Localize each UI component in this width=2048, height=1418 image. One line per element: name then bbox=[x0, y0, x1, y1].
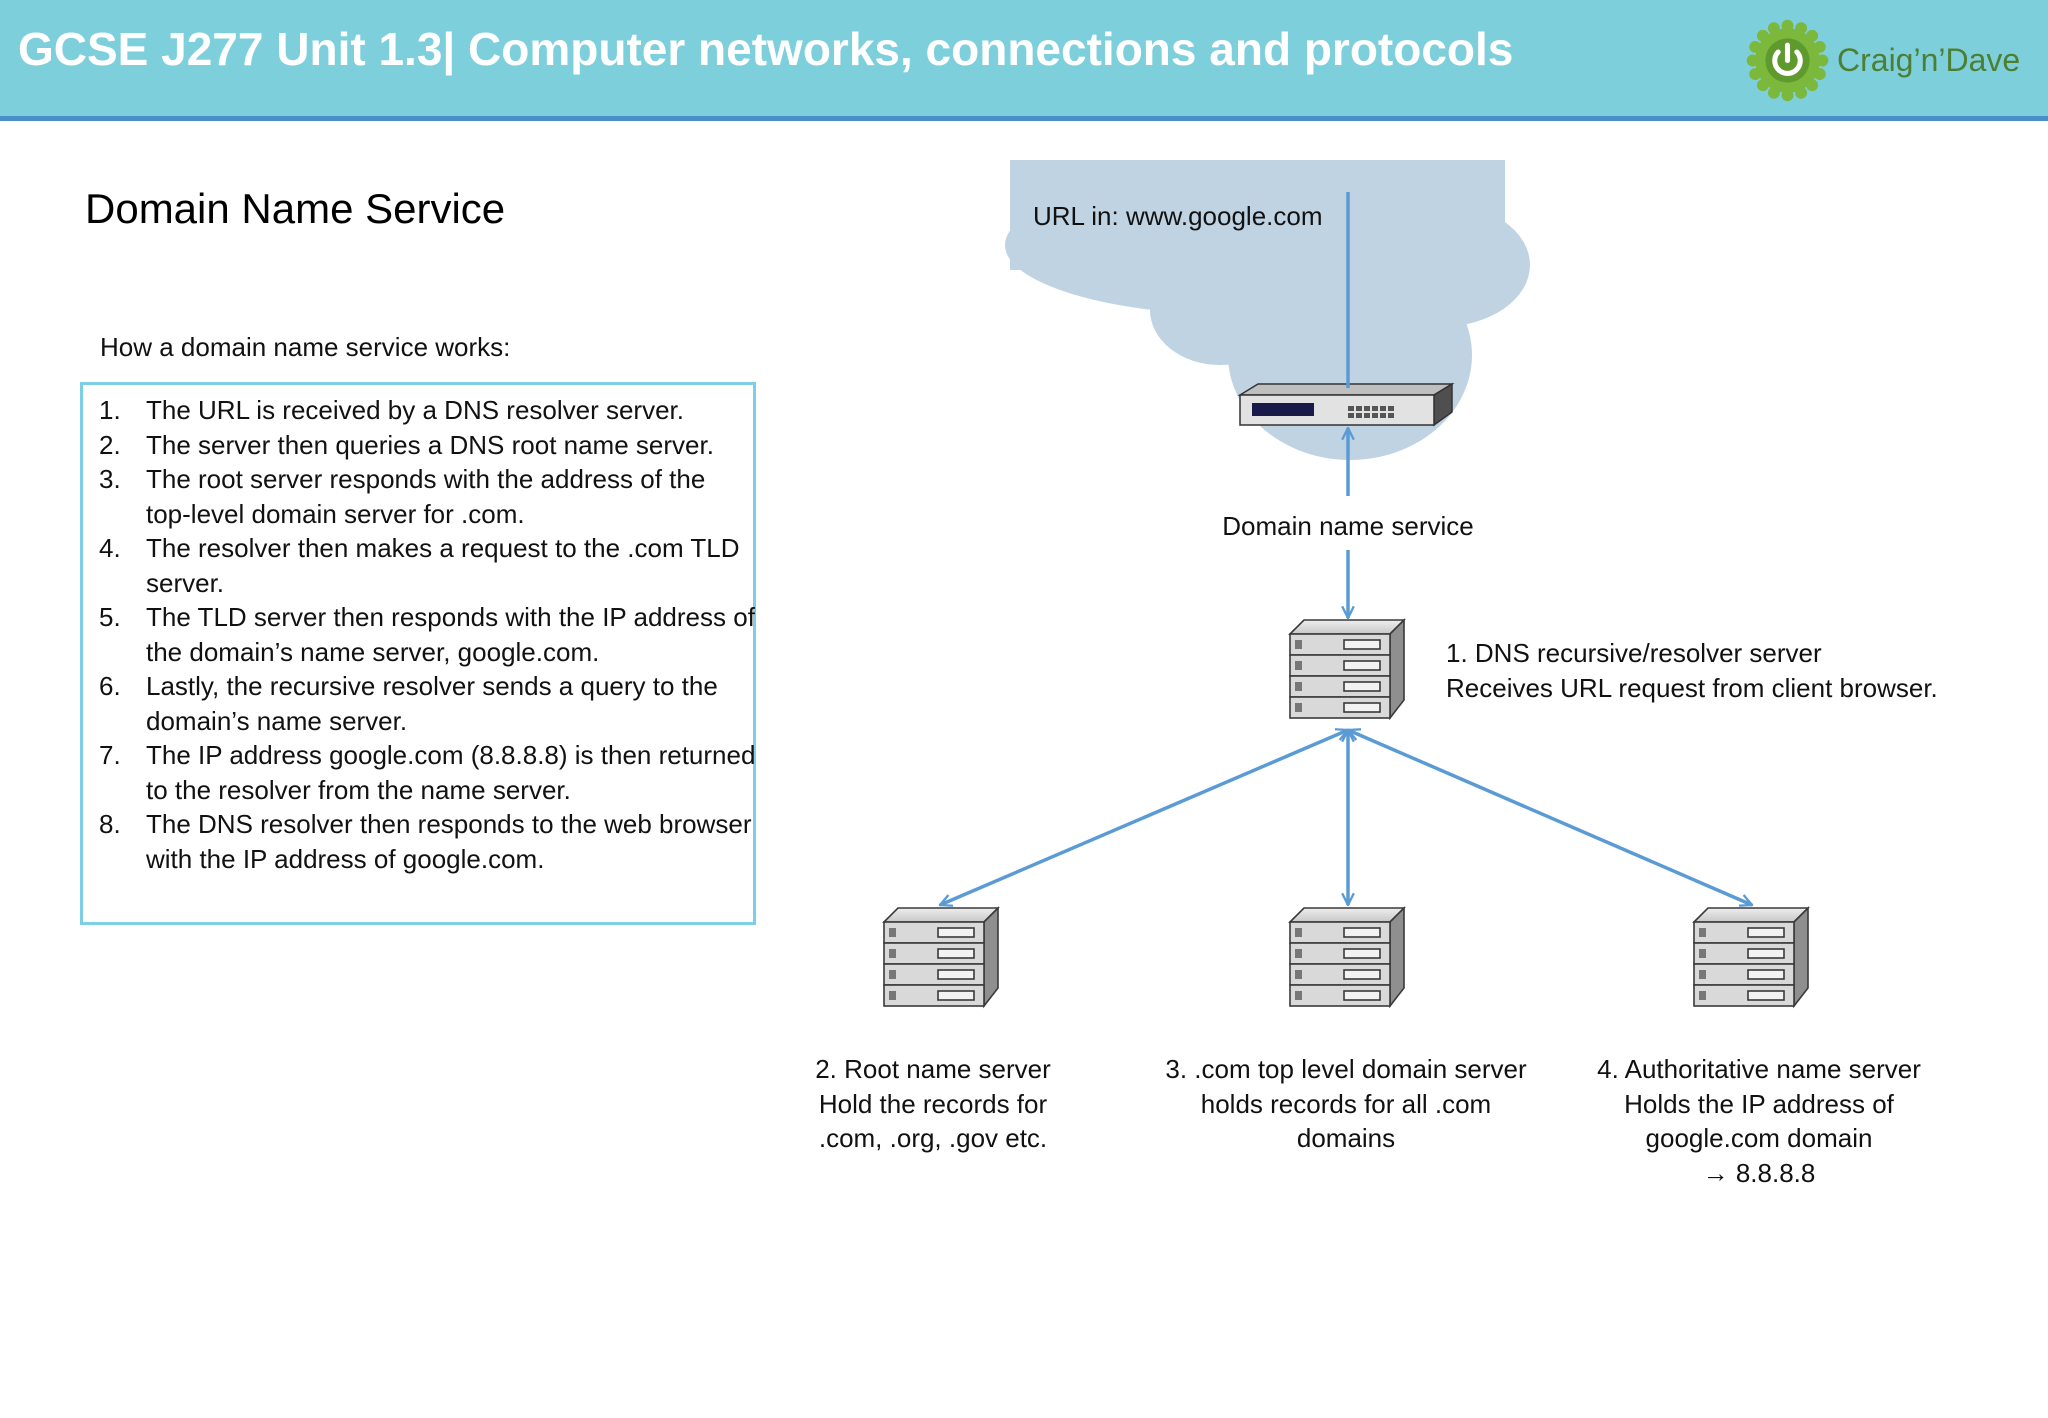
step-text: Lastly, the recursive resolver sends a q… bbox=[146, 671, 718, 736]
step-number: 8. bbox=[99, 809, 121, 839]
dns-label: Domain name service bbox=[1222, 511, 1474, 541]
step-number: 6. bbox=[99, 671, 121, 701]
tld-desc-1: holds records for all .com bbox=[1200, 1088, 1492, 1119]
root-title: 2. Root name server bbox=[815, 1054, 1051, 1084]
root-desc-2: .com, .org, .gov etc. bbox=[818, 1123, 1048, 1153]
list-item: 1. The URL is received by a DNS resolver … bbox=[96, 393, 756, 428]
step-text: The root server responds with the addres… bbox=[146, 464, 706, 529]
auth-label: 4. Authoritative name server Holds the I… bbox=[1597, 1052, 1921, 1190]
resolver-auth-arrow bbox=[1348, 730, 1752, 905]
step-text: The URL is received by a DNS resolver se… bbox=[146, 395, 685, 425]
step-number: 3. bbox=[99, 464, 121, 494]
list-item: 4. The resolver then makes a request to t… bbox=[96, 531, 756, 600]
resolver-title: 1. DNS recursive/resolver server bbox=[1446, 638, 1822, 668]
step-number: 4. bbox=[99, 533, 121, 563]
switch-icon bbox=[1237, 382, 1455, 427]
steps-box bbox=[80, 382, 756, 925]
auth-server-icon bbox=[1693, 907, 1809, 1007]
step-text: The resolver then makes a request to the… bbox=[146, 533, 740, 598]
step-text: The server then queries a DNS root name … bbox=[146, 429, 714, 460]
steps-list: 1. The URL is received by a DNS resolver … bbox=[96, 393, 756, 876]
resolver-desc: Receives URL request from client browser… bbox=[1446, 672, 1938, 703]
step-text: The DNS resolver then responds to the we… bbox=[146, 809, 752, 874]
auth-title: 4. Authoritative name server bbox=[1597, 1054, 1921, 1084]
list-item: 5. The TLD server then responds with the … bbox=[96, 600, 756, 669]
page-title: Domain Name Service bbox=[85, 185, 506, 232]
list-item: 3. The root server responds with the addr… bbox=[96, 462, 756, 531]
list-item: 7. The IP address google.com (8.8.8.8) is… bbox=[96, 738, 756, 807]
step-text: The IP address google.com (8.8.8.8) is t… bbox=[146, 740, 756, 805]
resolver-label: 1. DNS recursive/resolver server Receive… bbox=[1446, 636, 1938, 705]
header-divider bbox=[0, 116, 2048, 121]
step-text: The TLD server then responds with the IP… bbox=[146, 602, 755, 667]
step-number: 1. bbox=[99, 395, 121, 425]
power-icon bbox=[1746, 19, 1829, 102]
logo-text: Craig’n’Dave bbox=[1837, 42, 2021, 78]
tld-server-icon bbox=[1289, 907, 1405, 1007]
tld-desc-2: domains bbox=[1296, 1123, 1396, 1153]
intro-text: How a domain name service works: bbox=[100, 332, 511, 362]
root-desc-1: Hold the records for bbox=[818, 1088, 1048, 1119]
list-item: 2. The server then queries a DNS root nam… bbox=[96, 428, 756, 463]
step-number: 7. bbox=[99, 740, 121, 770]
auth-desc-2: google.com domain bbox=[1645, 1123, 1873, 1153]
url-label: URL in: www.google.com bbox=[1033, 201, 1323, 231]
auth-desc-1: Holds the IP address of bbox=[1624, 1088, 1894, 1119]
root-server-icon bbox=[883, 907, 999, 1007]
tld-title: 3. .com top level domain server bbox=[1165, 1054, 1527, 1084]
auth-ip: → 8.8.8.8 bbox=[1702, 1157, 1816, 1188]
root-label: 2. Root name server Hold the records for… bbox=[815, 1052, 1051, 1156]
step-number: 5. bbox=[99, 602, 121, 632]
resolver-server-icon bbox=[1289, 619, 1405, 719]
list-item: 6. Lastly, the recursive resolver sends a… bbox=[96, 669, 756, 738]
header-title: GCSE J277 Unit 1.3| Computer networks, c… bbox=[18, 23, 1514, 75]
tld-label: 3. .com top level domain server holds re… bbox=[1165, 1052, 1526, 1156]
list-item: 8. The DNS resolver then responds to the … bbox=[96, 807, 756, 876]
header-bar bbox=[0, 0, 2048, 118]
step-number: 2. bbox=[99, 429, 121, 460]
resolver-root-arrow bbox=[940, 730, 1348, 905]
